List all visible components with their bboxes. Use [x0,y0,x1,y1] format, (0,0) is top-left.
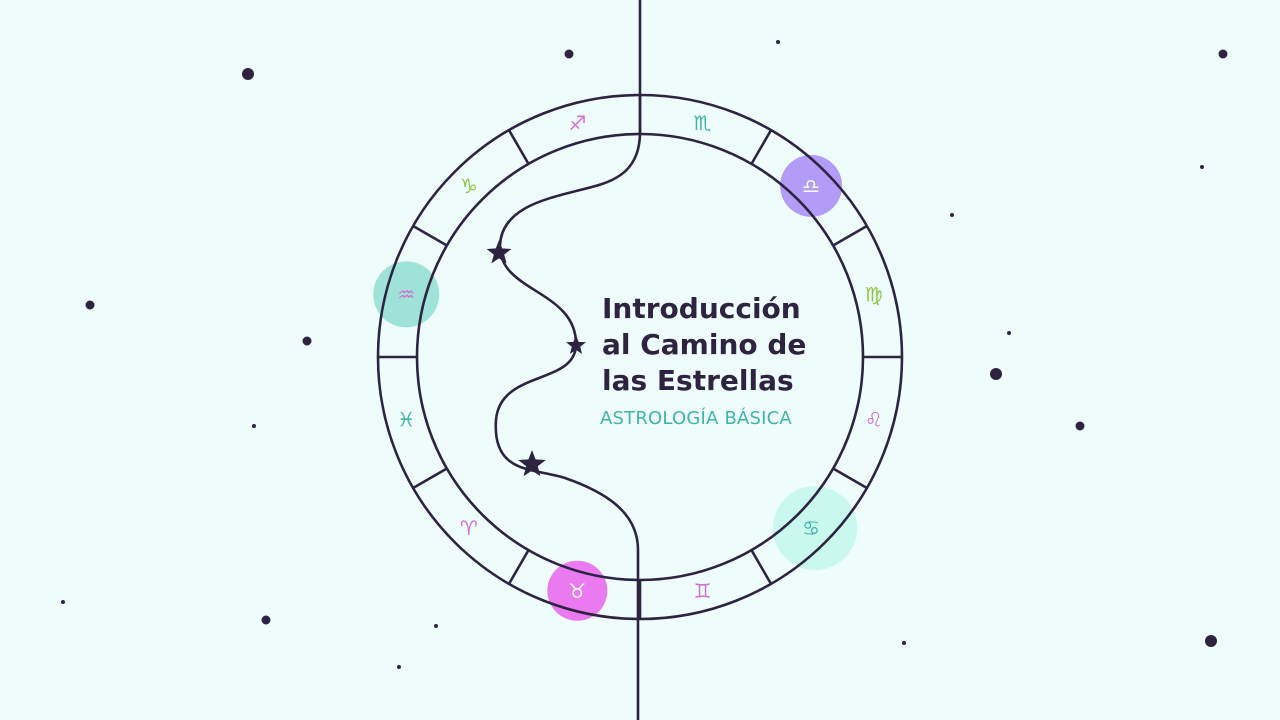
star-icon [486,240,512,264]
title-line-3: las Estrellas [602,364,794,397]
wheel-dividers [378,95,902,619]
star-icon [518,450,546,477]
libra-icon: ♎ [802,174,820,198]
capricorn-icon: ♑ [460,174,478,198]
aries-icon: ♈ [460,516,478,540]
wheel-divider [507,549,530,585]
path-stars [486,240,586,477]
pisces-icon: ♓ [397,408,415,432]
wheel-divider [412,224,448,247]
zodiac-signs: ♐ ♏ ♎ ♍ ♌ ♋ ♊ ♉ ♈ ♓ ♒ ♑ [397,111,882,603]
cancer-icon: ♋ [802,516,820,540]
cancer-highlight [773,486,858,571]
background-stars [61,40,1228,669]
subtitle: ASTROLOGÍA BÁSICA [600,407,792,429]
wheel-divider [750,549,773,585]
wheel-divider [507,129,530,165]
wheel-divider [750,129,773,165]
leo-icon: ♌ [865,408,883,432]
sagittarius-icon: ♐ [568,111,586,135]
title-line-1: Introducción [602,292,801,325]
aquarius-icon: ♒ [397,282,415,306]
virgo-icon: ♍ [865,282,883,306]
libra-highlight [780,154,843,217]
wheel-divider [832,467,868,490]
wheel-divider [412,467,448,490]
title-line-2: al Camino de [602,328,806,361]
star-icon [566,335,586,354]
scorpio-icon: ♏ [694,111,712,135]
gemini-icon: ♊ [694,579,712,603]
wheel-divider [832,224,868,247]
taurus-icon: ♉ [568,579,586,603]
